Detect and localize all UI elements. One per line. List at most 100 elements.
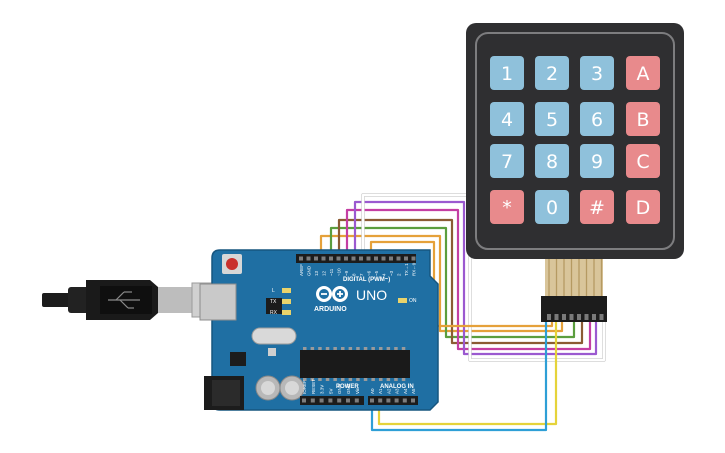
header-pin[interactable] <box>402 398 407 403</box>
header-pin[interactable] <box>328 398 333 403</box>
header-pin[interactable] <box>299 256 303 261</box>
header-pin[interactable] <box>370 398 374 403</box>
wire-white <box>361 193 606 362</box>
ic-pin <box>341 378 345 381</box>
header-pin[interactable] <box>351 256 356 261</box>
ic-pin <box>341 347 345 350</box>
key-cap[interactable] <box>626 102 660 136</box>
led-label-tx: TX <box>270 299 277 305</box>
key-3-0[interactable]: * <box>490 190 524 224</box>
led-label-l: L <box>272 288 275 294</box>
key-label: 4 <box>501 109 513 131</box>
header-pin[interactable] <box>344 256 348 261</box>
key-cap[interactable] <box>490 56 524 90</box>
key-cap[interactable] <box>580 144 614 178</box>
header-pin[interactable] <box>366 256 371 261</box>
ic-pin <box>394 347 398 350</box>
header-pin[interactable] <box>381 256 386 261</box>
key-cap[interactable] <box>490 190 524 224</box>
ic-pin <box>379 347 383 350</box>
key-cap[interactable] <box>535 144 569 178</box>
usb-chip <box>266 298 282 314</box>
reset-button-cap[interactable] <box>226 258 238 270</box>
key-3-1[interactable]: 0 <box>535 190 569 224</box>
header-pin[interactable] <box>306 256 311 261</box>
key-cap[interactable] <box>535 190 569 224</box>
header-pin[interactable] <box>354 398 359 403</box>
header-pin[interactable] <box>359 256 363 261</box>
key-3-2[interactable]: # <box>580 190 614 224</box>
key-2-2[interactable]: 9 <box>580 144 614 178</box>
digital-header <box>296 254 416 263</box>
wire-orange <box>319 234 564 333</box>
header-pin[interactable] <box>314 256 318 261</box>
header-pin[interactable] <box>378 398 383 403</box>
header-pin[interactable] <box>396 256 401 261</box>
key-1-1[interactable]: 5 <box>535 102 569 136</box>
ic-pin <box>303 347 307 350</box>
key-cap[interactable] <box>490 144 524 178</box>
header-pin[interactable] <box>310 398 315 403</box>
pin-label: A3 <box>395 388 400 394</box>
key-0-2[interactable]: 3 <box>580 56 614 90</box>
key-1-3[interactable]: B <box>626 102 660 136</box>
header-pin[interactable] <box>346 398 350 403</box>
key-0-3[interactable]: A <box>626 56 660 90</box>
key-1-0[interactable]: 4 <box>490 102 524 136</box>
connector-pin <box>569 314 574 320</box>
pin-label: 12 <box>322 270 327 276</box>
key-label: # <box>589 197 605 219</box>
pin-label: TX→1 <box>404 263 409 276</box>
key-2-0[interactable]: 7 <box>490 144 524 178</box>
header-pin[interactable] <box>389 256 393 261</box>
header-pin[interactable] <box>404 256 408 261</box>
key-label: 5 <box>546 109 558 131</box>
key-3-3[interactable]: D <box>626 190 660 224</box>
ic-pin <box>401 347 406 350</box>
wire-blue <box>370 322 548 432</box>
key-2-3[interactable]: C <box>626 144 660 178</box>
key-cap[interactable] <box>626 56 660 90</box>
pin-label: ~6 <box>367 270 372 276</box>
key-cap[interactable] <box>626 190 660 224</box>
header-pin[interactable] <box>319 398 324 403</box>
keypad-ribbon <box>545 258 603 298</box>
key-cap[interactable] <box>490 102 524 136</box>
key-label: 2 <box>546 63 558 85</box>
header-pin[interactable] <box>321 256 326 261</box>
header-pin[interactable] <box>411 398 415 403</box>
header-pin[interactable] <box>386 398 391 403</box>
key-label: * <box>502 197 512 219</box>
ic-pin <box>363 378 368 381</box>
ic-pin <box>363 347 368 350</box>
key-cap[interactable] <box>580 102 614 136</box>
connector-pin <box>554 314 559 320</box>
connector-pin <box>562 314 566 320</box>
key-0-1[interactable]: 2 <box>535 56 569 90</box>
header-pin[interactable] <box>411 256 416 261</box>
key-cap[interactable] <box>580 56 614 90</box>
ic-pin <box>310 347 315 350</box>
usb-symbol-icon <box>108 291 140 309</box>
header-pin[interactable] <box>336 256 341 261</box>
key-cap[interactable] <box>535 102 569 136</box>
header-pin[interactable] <box>302 398 306 403</box>
key-cap[interactable] <box>580 190 614 224</box>
analog-header <box>368 396 418 405</box>
header-pin[interactable] <box>329 256 333 261</box>
pin-label: ~3 <box>389 270 394 276</box>
pin-label: RESET <box>311 379 316 394</box>
wire-green <box>329 226 576 339</box>
key-1-2[interactable]: 6 <box>580 102 614 136</box>
key-2-1[interactable]: 8 <box>535 144 569 178</box>
header-pin[interactable] <box>374 256 378 261</box>
header-pin[interactable] <box>337 398 342 403</box>
header-pin[interactable] <box>394 398 399 403</box>
key-cap[interactable] <box>535 56 569 90</box>
key-cap[interactable] <box>626 144 660 178</box>
key-0-0[interactable]: 1 <box>490 56 524 90</box>
pin-label: 5V <box>328 388 333 394</box>
ic-pin <box>401 378 406 381</box>
